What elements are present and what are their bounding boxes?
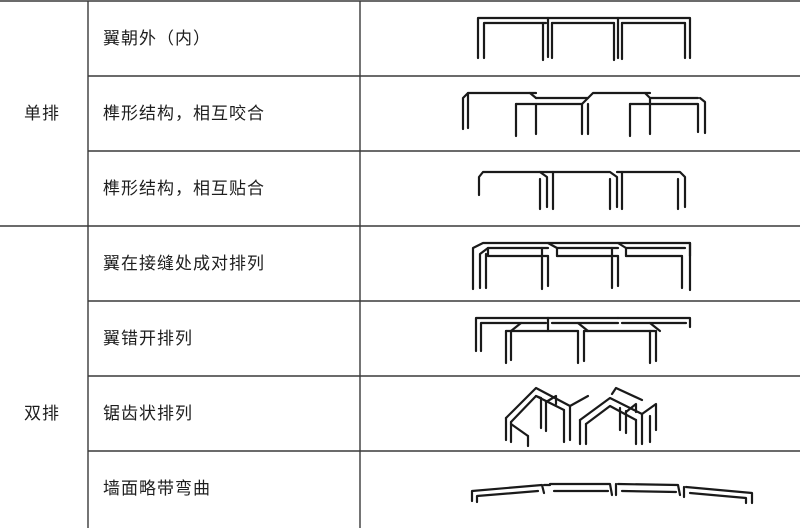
wall-zigzag-diagram	[360, 376, 800, 451]
wall-slightly-curved-diagram	[360, 451, 800, 528]
wall-wings-outward-diagram	[360, 1, 800, 76]
row-label-tenon-abut: 榫形结构，相互贴合	[103, 179, 265, 199]
row-label-wings-outward: 翼朝外（内）	[103, 29, 211, 49]
row-label-tenon-interlock: 榫形结构，相互咬合	[103, 104, 265, 124]
row-label-slightly-curved: 墙面略带弯曲	[103, 479, 211, 499]
wall-tenon-interlock-diagram	[360, 76, 800, 151]
row-label-zigzag: 锯齿状排列	[103, 404, 193, 424]
group-label-single-row: 单排	[24, 104, 60, 124]
row-label-staggered: 翼错开排列	[103, 329, 193, 349]
row-label-paired-at-seam: 翼在接缝处成对排列	[103, 254, 265, 274]
wall-staggered-diagram	[360, 301, 800, 376]
group-label-double-row: 双排	[24, 404, 60, 424]
wall-tenon-abut-diagram	[360, 151, 800, 226]
wall-paired-at-seam-diagram	[360, 226, 800, 301]
